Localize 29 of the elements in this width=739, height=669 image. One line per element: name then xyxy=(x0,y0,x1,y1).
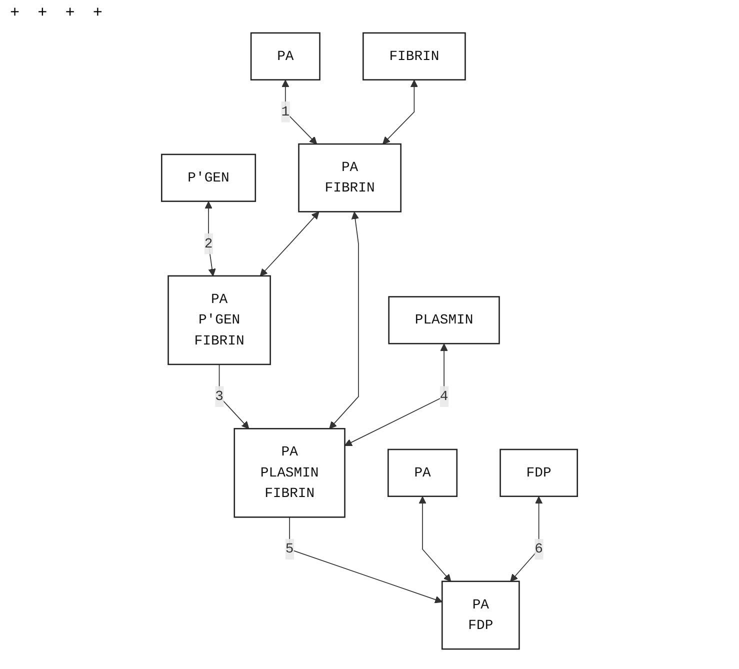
edge-label: 1 xyxy=(281,104,290,120)
arrow xyxy=(204,201,216,276)
arrow xyxy=(218,364,250,429)
arrow xyxy=(510,496,543,582)
node-box: PA FIBRIN xyxy=(298,143,402,212)
node-box: PA P'GEN FIBRIN xyxy=(168,275,271,366)
arrow xyxy=(344,344,448,446)
plus-sign: + xyxy=(65,4,75,22)
node-box: FIBRIN xyxy=(362,32,466,80)
node-box: PA FDP xyxy=(441,580,520,650)
plus-sign: + xyxy=(38,4,48,22)
arrow xyxy=(329,212,359,429)
edge-label: 3 xyxy=(215,388,224,404)
arrow xyxy=(260,212,320,276)
node-box: PA PLASMIN FIBRIN xyxy=(234,428,346,518)
arrow xyxy=(418,496,452,582)
node-box: FDP xyxy=(500,448,578,497)
edge-label: 5 xyxy=(285,541,294,558)
node-box: PA xyxy=(388,448,458,497)
edge-label: 2 xyxy=(204,236,213,252)
node-box: PLASMIN xyxy=(388,296,500,344)
plus-sign: + xyxy=(10,4,20,22)
arrow xyxy=(382,80,418,144)
node-box: PA xyxy=(250,32,320,80)
arrow xyxy=(289,516,442,604)
edge-label: 6 xyxy=(534,541,543,558)
edge-label: 4 xyxy=(440,388,448,404)
node-box: P'GEN xyxy=(161,154,256,202)
plus-sign: + xyxy=(92,4,102,22)
